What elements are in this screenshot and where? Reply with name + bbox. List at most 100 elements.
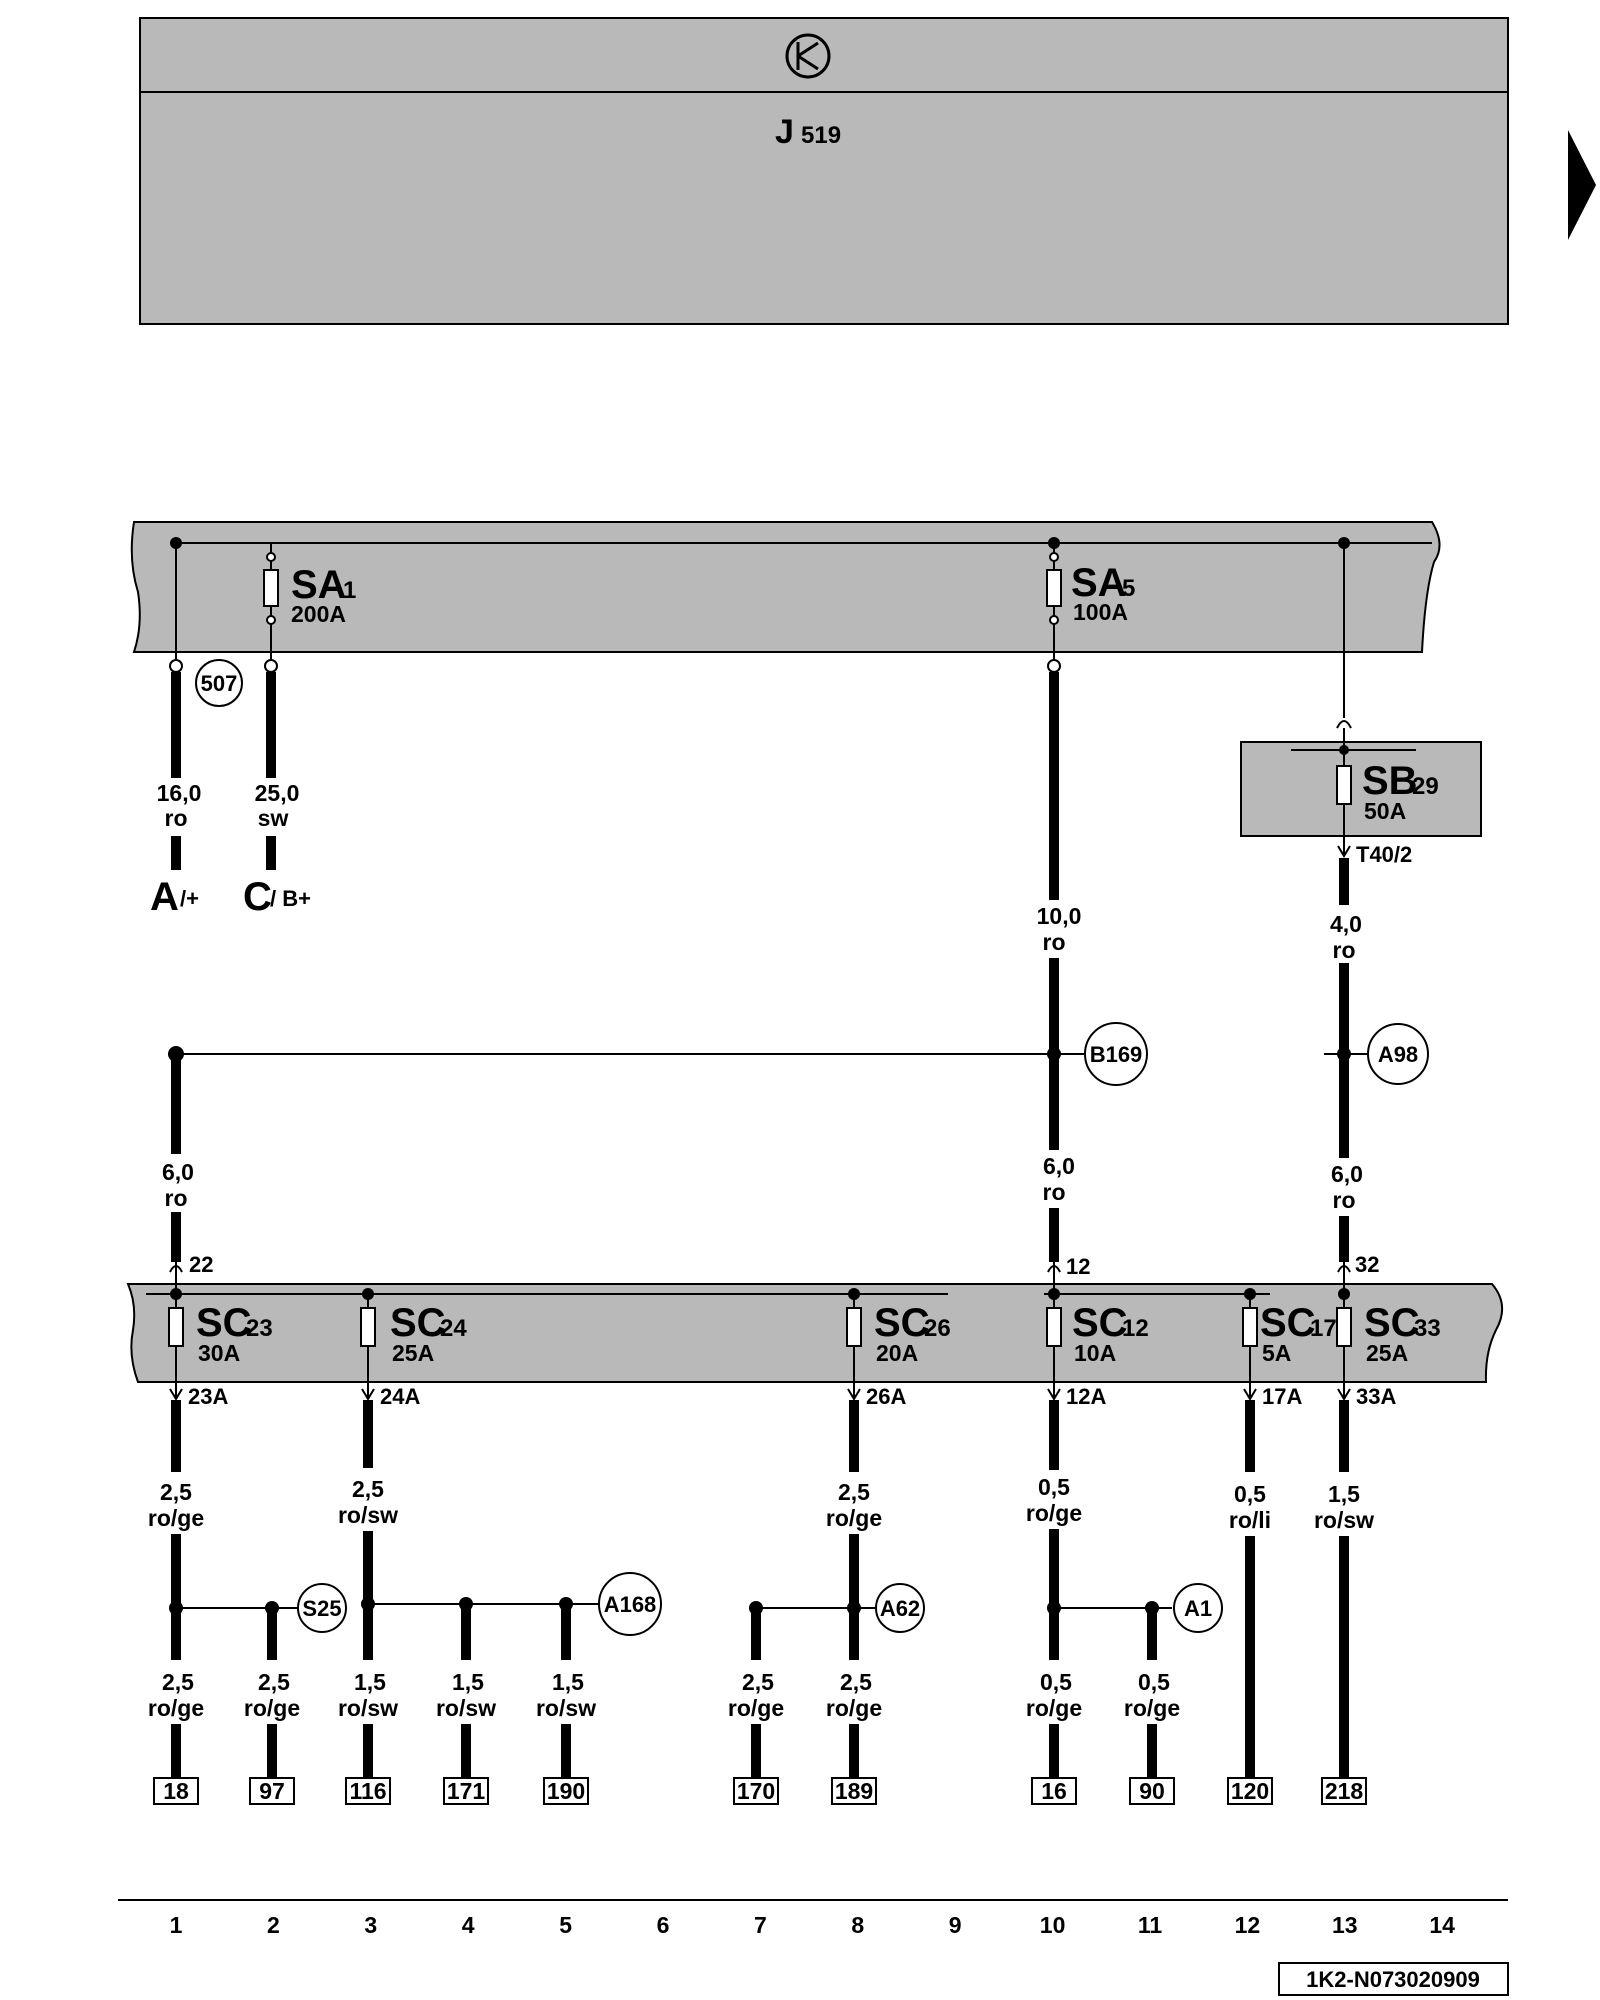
sb29-pin: T40/2 [1356, 842, 1412, 867]
wire-color: ro/sw [436, 1695, 496, 1721]
control-unit-index: 519 [801, 122, 841, 149]
page-continuation-arrow-icon [1568, 130, 1596, 240]
pin-arrow-icon [1337, 1388, 1351, 1401]
fuse-sc33-rating: 25A [1366, 1340, 1408, 1366]
wire-size: 25,0 [255, 780, 300, 806]
wire-color: ro [1043, 929, 1066, 955]
column-number: 8 [851, 1912, 864, 1938]
wire-color: ro/ge [1026, 1500, 1082, 1526]
fuse-sc17-index: 17 [1310, 1315, 1337, 1342]
continuation-number: 171 [447, 1778, 486, 1804]
connection-point-a1: A1 [1173, 1583, 1223, 1633]
terminal-point [264, 659, 278, 673]
wire-color: ro/ge [148, 1695, 204, 1721]
wire-color: ro/ge [1026, 1695, 1082, 1721]
column-number: 6 [657, 1912, 670, 1938]
fuse-symbol-sa1 [263, 569, 279, 607]
continuation-number: 90 [1139, 1778, 1165, 1804]
fuse-symbol-sc17 [1242, 1307, 1258, 1347]
fuse-sc26-rating: 20A [876, 1340, 918, 1366]
continuation-number: 16 [1041, 1778, 1067, 1804]
column-number: 12 [1235, 1912, 1261, 1938]
wire-size: 2,5 [742, 1669, 774, 1695]
fuse-sc17-pin-out: 17A [1262, 1384, 1302, 1409]
fuse-sc26-pin-out: 26A [866, 1384, 906, 1409]
fuse-sc24-index: 24 [440, 1315, 467, 1342]
branch-group: 2,5ro/ge182,5ro/ge971,5ro/sw1161,5ro/sw1… [148, 1597, 1367, 1805]
reference-code: 1K2-N073020909 [1306, 1967, 1480, 1992]
continuation-number: 189 [835, 1778, 873, 1804]
wire-color: ro [1333, 937, 1356, 963]
wire-size: 2,5 [838, 1479, 870, 1505]
fuse-carrier-sc [126, 1283, 1503, 1383]
fuse-symbol-sb29 [1336, 765, 1352, 805]
fuse-sc26-name: SC [874, 1301, 930, 1345]
continuation-box [249, 1777, 295, 1805]
contact-point [266, 552, 276, 562]
svg-text:S25: S25 [302, 1596, 341, 1621]
continuation-number: 170 [737, 1778, 775, 1804]
continuation-box [345, 1777, 391, 1805]
fuse-symbol-sa5 [1046, 569, 1062, 607]
wire-size: 2,5 [258, 1669, 290, 1695]
column-number: 10 [1040, 1912, 1066, 1938]
pin-arrow-icon [1047, 1388, 1061, 1401]
branch-drop: 218 [1321, 1604, 1367, 1805]
continuation-number: 18 [163, 1778, 189, 1804]
fuse-symbol-sc12 [1046, 1307, 1062, 1347]
fuse-sb29-rating: 50A [1364, 798, 1406, 824]
branch-drop: 120 [1227, 1604, 1273, 1805]
continuation-number: 218 [1325, 1778, 1364, 1804]
pin-arrow-icon [1337, 845, 1351, 858]
wire-color: ro [1043, 1179, 1066, 1205]
wire-color: ro/ge [826, 1505, 882, 1531]
wire-size: 2,5 [162, 1669, 194, 1695]
terminal-c-sub: / B+ [270, 886, 311, 911]
continuation-number: 120 [1231, 1778, 1269, 1804]
wire-size: 10,0 [1037, 903, 1082, 929]
wire-color: ro/ge [1124, 1695, 1180, 1721]
fuse-carrier-sa [130, 521, 1441, 653]
continuation-box [1031, 1777, 1077, 1805]
continuation-box [1129, 1777, 1175, 1805]
continuation-box [543, 1777, 589, 1805]
pin-arrow-icon [1243, 1388, 1257, 1401]
control-unit-j519: J 519 [139, 17, 1509, 325]
svg-text:A168: A168 [604, 1592, 657, 1617]
terminal-c: C [243, 875, 272, 919]
branch-drop: 2,5ro/ge 18 [148, 1601, 204, 1805]
fuse-sc33-index: 33 [1414, 1315, 1441, 1342]
wire-size: 1,5 [354, 1669, 386, 1695]
column-number: 3 [364, 1912, 377, 1938]
fuse-sc24-pin-out: 24A [380, 1384, 420, 1409]
terminal-a: A [150, 875, 179, 919]
pin-arrow-icon [361, 1388, 375, 1401]
fuse-sa5-rating: 100A [1073, 599, 1128, 625]
continuation-box [1227, 1777, 1273, 1805]
column-number: 2 [267, 1912, 280, 1938]
junction-dot [1337, 1047, 1351, 1061]
terminal-point [1047, 659, 1061, 673]
continuation-box [733, 1777, 779, 1805]
fuse-symbol-sc24 [360, 1307, 376, 1347]
svg-text:507: 507 [201, 671, 238, 696]
wire-size: 6,0 [1331, 1161, 1363, 1187]
column-number: 11 [1138, 1912, 1163, 1938]
fuse-sc33-pin-out: 33A [1356, 1384, 1396, 1409]
wire-size: 1,5 [452, 1669, 484, 1695]
connection-point-s25: S25 [297, 1583, 347, 1633]
column-number: 1 [170, 1912, 183, 1938]
wire-color: ro/sw [536, 1695, 596, 1721]
wire-color: ro [165, 805, 188, 831]
fuse-sc24-name: SC [390, 1301, 446, 1345]
reference-code-box [1278, 1962, 1509, 1996]
contact-point [1049, 552, 1059, 562]
